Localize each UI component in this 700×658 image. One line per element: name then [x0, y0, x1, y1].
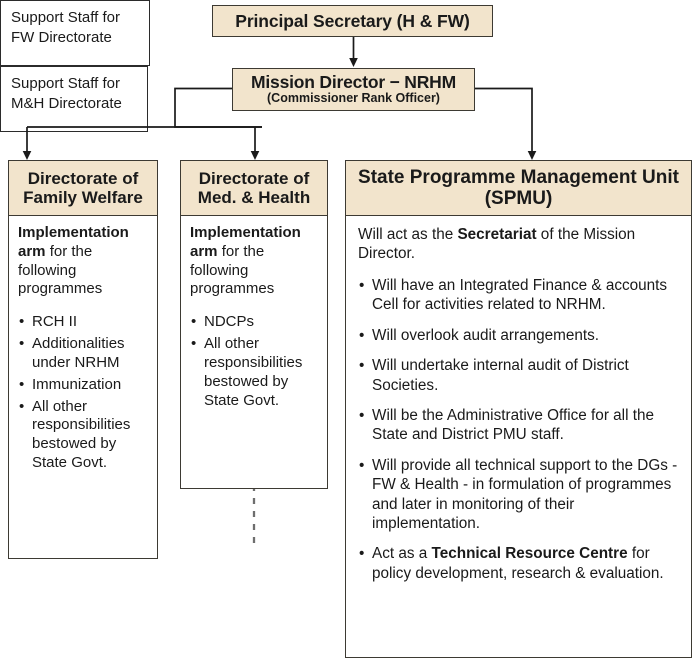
item-pre: Will overlook audit arrangements. — [372, 326, 600, 344]
item-bold: Technical Resource Centre — [431, 545, 628, 563]
principal-secretary-label: Principal Secretary (H & FW) — [235, 10, 470, 31]
header-line-1: Directorate of — [198, 168, 310, 188]
list-item: Will overlook audit arrangements. — [358, 326, 679, 346]
arrowheads — [22, 58, 537, 160]
node-support-staff-mh: Support Staff for M&H Directorate — [0, 66, 148, 132]
list-item: Will provide all technical support to th… — [358, 456, 679, 534]
header-line-2: (SPMU) — [484, 188, 553, 209]
header-line-2: Med. & Health — [197, 188, 311, 207]
card-body-spmu: Will act as the Secretariat of the Missi… — [345, 216, 692, 658]
list-item: Additionalities under NRHM — [18, 335, 148, 373]
lead-text-family-welfare: Implementation arm for the following pro… — [18, 224, 148, 299]
bullet-list-med-health: NDCPs All other responsibilities bestowe… — [190, 313, 318, 410]
header-line-2: Family Welfare — [23, 188, 143, 207]
bullet-list-spmu: Will have an Integrated Finance & accoun… — [358, 276, 679, 583]
item-pre: Will have an Integrated Finance & accoun… — [372, 276, 668, 314]
list-item: Will be the Administrative Office for al… — [358, 406, 679, 445]
support-staff-mh-label: Support Staff for M&H Directorate — [11, 75, 122, 112]
header-line-1: Directorate of — [27, 168, 139, 188]
mission-director-subtitle: (Commissioner Rank Officer) — [267, 91, 440, 106]
list-item: All other responsibilities bestowed by S… — [190, 335, 318, 411]
card-directorate-med-health: Directorate of Med. & Health Implementat… — [180, 160, 328, 489]
node-mission-director: Mission Director − NRHM (Commissioner Ra… — [232, 68, 475, 111]
lead-text-spmu: Will act as the Secretariat of the Missi… — [358, 225, 679, 264]
list-item: RCH II — [18, 313, 148, 332]
item-pre: Will provide all technical support to th… — [372, 456, 678, 533]
item-post: for policy development, research & evalu… — [372, 545, 664, 582]
list-item: Act as a Technical Resource Centre for p… — [358, 544, 679, 583]
arrowhead-fw — [22, 151, 32, 160]
card-directorate-family-welfare: Directorate of Family Welfare Implementa… — [8, 160, 158, 559]
arrowhead-ps-to-md — [349, 58, 358, 67]
support-staff-fw-label: Support Staff for FW Directorate — [11, 9, 120, 46]
item-pre: Will be the Administrative Office for al… — [372, 406, 654, 444]
lead-bold: Secretariat — [457, 226, 537, 243]
card-body-family-welfare: Implementation arm for the following pro… — [8, 216, 158, 559]
lead-bold: Implementation arm — [190, 224, 301, 260]
lead-pre: Will act as the — [358, 226, 458, 243]
card-header-family-welfare: Directorate of Family Welfare — [8, 160, 158, 216]
node-principal-secretary: Principal Secretary (H & FW) — [212, 5, 493, 37]
lead-rest: for the following programmes — [18, 242, 103, 298]
arrowhead-spmu — [527, 151, 537, 160]
connector-md-right-stem — [475, 87, 533, 154]
lead-text-med-health: Implementation arm for the following pro… — [190, 224, 318, 299]
list-item: All other responsibilities bestowed by S… — [18, 398, 148, 474]
list-item: Will undertake internal audit of Distric… — [358, 356, 679, 395]
card-header-med-health: Directorate of Med. & Health — [180, 160, 328, 216]
header-line-1: State Programme Management Unit — [358, 166, 679, 188]
list-item: Will have an Integrated Finance & accoun… — [358, 276, 679, 315]
mission-director-title: Mission Director − NRHM — [251, 72, 456, 93]
card-header-spmu: State Programme Management Unit (SPMU) — [345, 160, 692, 216]
item-pre: Will undertake internal audit of Distric… — [372, 357, 629, 394]
card-body-med-health: Implementation arm for the following pro… — [180, 216, 328, 489]
list-item: Immunization — [18, 376, 148, 395]
lead-rest: for the following programmes — [190, 242, 275, 298]
bullet-list-family-welfare: RCH II Additionalities under NRHM Immuni… — [18, 313, 148, 473]
node-support-staff-fw: Support Staff for FW Directorate — [0, 0, 150, 66]
arrowhead-mh — [250, 151, 260, 160]
card-spmu: State Programme Management Unit (SPMU) W… — [345, 160, 692, 658]
lead-bold: Implementation arm — [18, 224, 129, 260]
lead-post: of the Mission Director. — [358, 226, 636, 263]
item-pre: Act as a — [372, 545, 432, 563]
list-item: NDCPs — [190, 313, 318, 332]
